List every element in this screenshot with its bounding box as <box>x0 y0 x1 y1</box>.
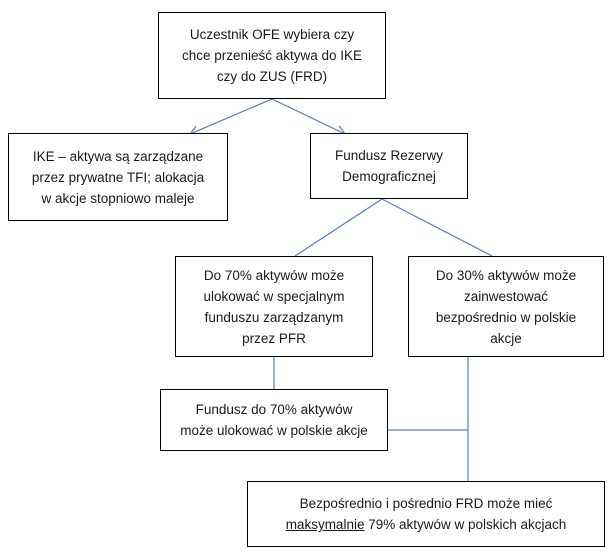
ike-line-3: w akcje stopniowo maleje <box>41 190 195 206</box>
ike-box: IKE – aktywa są zarządzane przez prywatn… <box>8 133 228 221</box>
root-line-3: czy do ZUS (FRD) <box>216 69 328 84</box>
total-emphasis: maksymalnie <box>285 517 365 532</box>
seventy-line-2: ulokować w specjalnym <box>203 288 345 304</box>
total-line-1: Bezpośrednio i pośrednio FRD może mieć <box>299 496 553 511</box>
line-frd-to-seventy <box>294 198 383 257</box>
total-summary-box: Bezpośrednio i pośrednio FRD może mieć m… <box>247 481 605 547</box>
ike-line-1: IKE – aktywa są zarządzane <box>32 148 204 164</box>
thirty-percent-box: Do 30% aktywów może zainwestować bezpośr… <box>408 256 604 357</box>
root-line-1: Uczestnik OFE wybiera czy <box>189 27 355 42</box>
seventy-line-3: funduszu zarządzanym <box>204 309 344 325</box>
root-decision-box: Uczestnik OFE wybiera czy chce przenieść… <box>158 12 386 99</box>
thirty-line-4: akcje <box>490 330 522 346</box>
ike-line-2: przez prywatne TFI; alokacja <box>31 169 205 185</box>
frd-line-2: Demograficznej <box>342 169 436 184</box>
root-line-2: chce przenieść aktywa do IKE <box>181 48 363 63</box>
line-frd-to-thirty <box>381 198 493 257</box>
frd-line-1: Fundusz Rezerwy <box>334 148 444 163</box>
fund-line-2: może ulokować w polskie akcje <box>180 423 368 438</box>
fund-line-1: Fundusz do 70% aktywów <box>195 402 353 417</box>
total-line-2-rest: 79% aktywów w polskich akcjach <box>364 517 567 532</box>
arrow-root-to-frd <box>271 98 345 134</box>
thirty-line-1: Do 30% aktywów może <box>435 267 577 283</box>
seventy-line-4: przez PFR <box>242 330 306 346</box>
fund-box: Fundusz do 70% aktywów może ulokować w p… <box>160 389 388 451</box>
total-line-2: maksymalnie 79% aktywów w polskich akcja… <box>286 514 567 535</box>
frd-box: Fundusz Rezerwy Demograficznej <box>310 133 468 199</box>
thirty-line-2: zainwestować <box>463 288 549 304</box>
seventy-line-1: Do 70% aktywów może <box>203 267 345 283</box>
arrow-root-to-ike <box>190 98 273 134</box>
thirty-line-3: bezpośrednio w polskie <box>435 309 577 325</box>
seventy-percent-box: Do 70% aktywów może ulokować w specjalny… <box>175 256 373 357</box>
